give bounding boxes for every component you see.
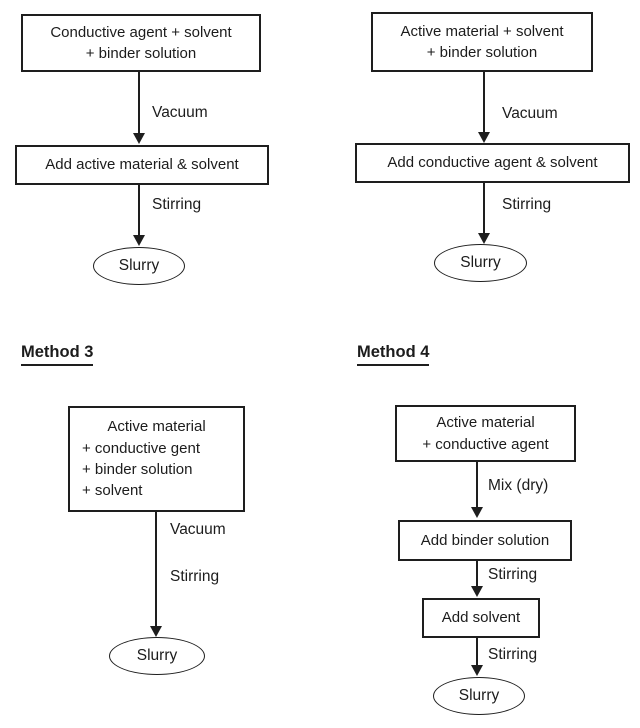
box-text-line: + binder solution	[82, 461, 193, 478]
method2-stirring-arrow	[483, 183, 485, 233]
method4-slurry-terminal: Slurry	[433, 677, 525, 715]
method3-slurry-terminal: Slurry	[109, 637, 205, 675]
box-text-line: Active material + solvent	[400, 22, 564, 40]
box-text-line: Add active material & solvent	[45, 156, 239, 174]
box-text-line: Add conductive agent & solvent	[387, 154, 598, 172]
method3-vacuum-label: Vacuum	[170, 521, 226, 538]
method4-solvent-box: Add solvent	[422, 598, 540, 638]
box-text-line: Add solvent	[441, 609, 521, 627]
method1-start-box: Conductive agent + solvent + binder solu…	[21, 14, 261, 72]
method2-slurry-terminal: Slurry	[434, 244, 527, 282]
method3-stirring-label: Stirring	[170, 568, 220, 585]
method1-slurry-terminal: Slurry	[93, 247, 185, 285]
method4-stirring-arrow-1	[476, 561, 478, 586]
method3-heading: Method 3	[21, 343, 94, 366]
method2-start-box: Active material + solvent + binder solut…	[371, 12, 593, 72]
method2-stirring-label: Stirring	[502, 196, 552, 213]
method4-stirring-arrow-2	[476, 638, 478, 665]
box-text-line: + conductive agent	[422, 435, 549, 453]
method4-mix-arrow	[476, 462, 478, 507]
method4-binder-box: Add binder solution	[398, 520, 572, 561]
box-text-line: + solvent	[82, 482, 143, 500]
box-text-line: Add binder solution	[420, 531, 550, 549]
box-text-line: + binder solution	[85, 45, 197, 62]
method1-vacuum-arrow	[138, 72, 140, 133]
method4-start-box: Active material + conductive agent	[395, 405, 576, 462]
box-text-line: + binder solution	[426, 44, 538, 61]
method3-process-arrow	[155, 512, 157, 626]
method4-stirring-label-2: Stirring	[488, 646, 538, 663]
box-text-line: Active material	[107, 418, 206, 436]
method2-add-box: Add conductive agent & solvent	[355, 143, 630, 183]
method1-add-box: Add active material & solvent	[15, 145, 269, 185]
method1-vacuum-label: Vacuum	[152, 104, 208, 121]
method4-mix-label: Mix (dry)	[488, 477, 549, 494]
method3-start-box: Active material + conductive gent + bind…	[68, 406, 245, 512]
method2-vacuum-label: Vacuum	[502, 105, 558, 122]
method2-vacuum-arrow	[483, 72, 485, 132]
box-text-line: Conductive agent + solvent	[50, 23, 232, 41]
method4-stirring-label-1: Stirring	[488, 566, 538, 583]
method1-stirring-label: Stirring	[152, 196, 202, 213]
method1-stirring-arrow	[138, 185, 140, 235]
method4-heading: Method 4	[357, 343, 430, 366]
box-text-line: + conductive gent	[82, 439, 201, 457]
box-text-line: Active material	[436, 414, 535, 432]
